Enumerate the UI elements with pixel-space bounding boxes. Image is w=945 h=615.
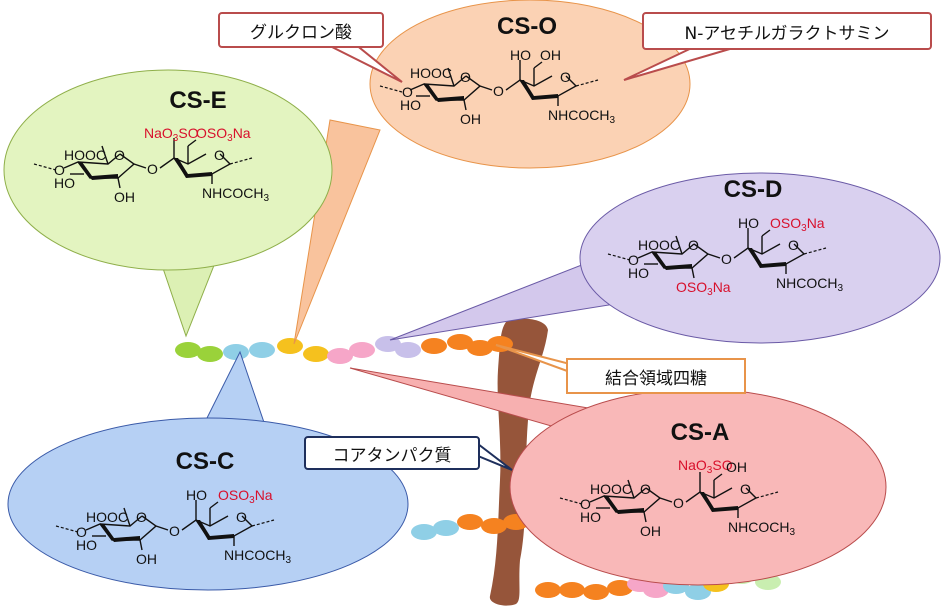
cs-c-structure: HOOC O HO OH O O HO OSO3Na O NHCOCH3 — [55, 487, 291, 567]
cs-e-structure: HOOC O HO OH O O NaO3SO OSO3Na O NHCOCH3 — [33, 125, 269, 205]
cs-d-ho4: HO — [738, 215, 759, 231]
cs-d-structure: HOOC O HO OSO3Na O O HO OSO3Na O NHCOCH3 — [607, 215, 843, 298]
cs-c-glycosidic-o: O — [169, 523, 180, 539]
cs-e-hooc: HOOC — [64, 147, 106, 163]
lower-chain-bead — [685, 584, 711, 600]
middle-chain-bead — [433, 520, 459, 536]
upper-chain-bead — [223, 344, 249, 360]
cs-a-4-sulfate: NaO3SO — [678, 457, 733, 476]
glucuronic-acid-label: グルクロン酸 — [218, 12, 384, 48]
cs-a-o4: O — [580, 496, 591, 512]
cs-a-hooc: HOOC — [590, 481, 632, 497]
upper-chain-bead — [277, 338, 303, 354]
cs-a-ho3: HO — [580, 509, 601, 525]
cs-c-o4: O — [76, 524, 87, 540]
cs-e-ring-o1: O — [114, 147, 125, 163]
cs-a-oh2: OH — [640, 523, 661, 539]
middle-chain-bead — [481, 518, 507, 534]
cs-d-glycosidic-o: O — [721, 251, 732, 267]
cs-e-o4: O — [54, 162, 65, 178]
cs-d-nhcoch3: NHCOCH3 — [776, 275, 843, 294]
cs-a-ring-o2: O — [740, 481, 751, 497]
cs-e-ho3: HO — [54, 175, 75, 191]
cs-a-bubble — [349, 367, 887, 586]
cs-o-title: CS-O — [497, 13, 557, 40]
cs-c-hooc: HOOC — [86, 509, 128, 525]
cs-c-title: CS-C — [176, 448, 235, 475]
upper-chain-bead — [327, 348, 353, 364]
cs-a-structure: HOOC O HO OH O O NaO3SO OH O NHCOCH3 — [559, 457, 795, 539]
lower-chain-bead — [583, 584, 609, 600]
middle-chain-bead — [457, 514, 483, 530]
cs-o-o4: O — [402, 84, 413, 100]
lower-chain-bead — [643, 582, 669, 598]
cs-d-o4: O — [628, 252, 639, 268]
cs-c-ring-o2: O — [236, 509, 247, 525]
cs-a-title: CS-A — [671, 419, 730, 446]
lower-chain-bead — [535, 582, 561, 598]
cs-c-oh2: OH — [136, 551, 157, 567]
linkage-tetrasaccharide-label: 結合領域四糖 — [566, 358, 746, 394]
cs-d-ring-o1: O — [688, 237, 699, 253]
cs-o-hooc: HOOC — [410, 65, 452, 81]
cs-c-6-sulfate: OSO3Na — [218, 487, 273, 506]
cs-d-bubble — [389, 172, 941, 344]
middle-chain-bead — [411, 524, 437, 540]
lower-chain-bead — [607, 580, 633, 596]
cs-o-nhcoch3: NHCOCH3 — [548, 107, 615, 126]
upper-chain-bead — [375, 336, 401, 352]
cs-e-nhcoch3: NHCOCH3 — [202, 185, 269, 204]
upper-chain-bead — [349, 342, 375, 358]
upper-chain-bead — [395, 342, 421, 358]
upper-chain-bead — [197, 346, 223, 362]
cs-d-ho3: HO — [628, 265, 649, 281]
core-protein-label: コアタンパク質 — [304, 436, 480, 470]
cs-e-4-sulfate: NaO3SO — [144, 125, 199, 144]
upper-chain-bead — [447, 334, 473, 350]
cs-c-ho3: HO — [76, 537, 97, 553]
cs-a-glycosidic-o: O — [673, 495, 684, 511]
cs-d-title: CS-D — [724, 176, 783, 203]
cs-d-6-sulfate: OSO3Na — [770, 215, 825, 234]
cs-o-ring-o1: O — [460, 69, 471, 85]
cs-a-oh6: OH — [726, 459, 747, 475]
cs-e-glycosidic-o: O — [147, 161, 158, 177]
upper-chain-bead — [467, 340, 493, 356]
cs-c-ho4: HO — [186, 487, 207, 503]
cs-o-ho4: HO — [510, 47, 531, 63]
cs-a-nhcoch3: NHCOCH3 — [728, 519, 795, 538]
galnac-label: N-アセチルガラクトサミン — [642, 12, 932, 50]
cs-d-2-sulfate: OSO3Na — [676, 279, 731, 298]
cs-e-oh2: OH — [114, 189, 135, 205]
cs-e-6-sulfate: OSO3Na — [196, 125, 251, 144]
upper-chain-bead — [421, 338, 447, 354]
cs-o-ho3: HO — [400, 97, 421, 113]
cs-o-glycosidic-o: O — [493, 83, 504, 99]
upper-chain-bead — [175, 342, 201, 358]
upper-chain-bead — [249, 342, 275, 358]
cs-e-ring-o2: O — [214, 147, 225, 163]
cs-c-nhcoch3: NHCOCH3 — [224, 547, 291, 566]
cs-a-ring-o1: O — [640, 481, 651, 497]
cs-e-title: CS-E — [169, 87, 226, 114]
cs-d-ring-o2: O — [788, 237, 799, 253]
lower-chain-bead — [559, 582, 585, 598]
upper-chain-bead — [303, 346, 329, 362]
cs-c-ring-o1: O — [136, 509, 147, 525]
cs-o-oh2: OH — [460, 111, 481, 127]
cs-e-bubble — [3, 69, 333, 338]
cs-o-structure: HOOC O HO OH O O HO OH O NHCOCH3 — [379, 47, 615, 127]
cs-o-ring-o2: O — [560, 69, 571, 85]
cs-d-hooc: HOOC — [638, 237, 680, 253]
cs-o-oh6: OH — [540, 47, 561, 63]
